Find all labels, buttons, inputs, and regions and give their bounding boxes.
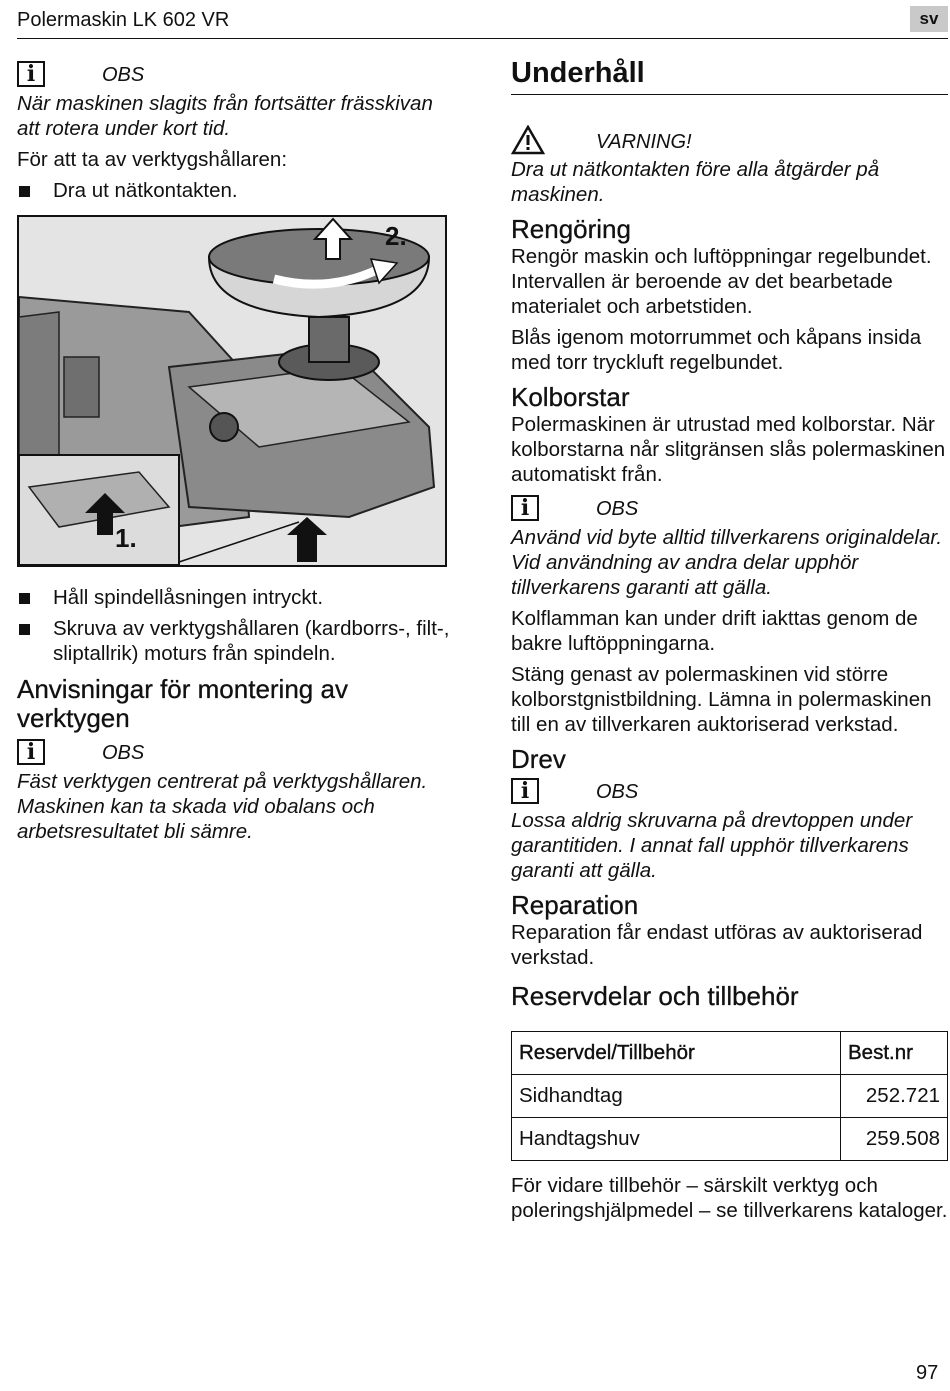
tool-holder-illustration: 1. 2. <box>17 215 447 567</box>
step-1-label: 1. <box>115 523 137 553</box>
obs-label: OBS <box>596 781 639 803</box>
part-name: Handtagshuv <box>511 1117 841 1161</box>
info-icon: i <box>511 495 539 521</box>
list-item: Skruva av verktygshållaren (kardborrs-, … <box>17 616 457 666</box>
column-header: Reservdel/Tillbehör <box>511 1031 841 1075</box>
instruction-intro: För att ta av verktygshållaren: <box>17 148 288 171</box>
obs-label: OBS <box>102 64 145 86</box>
warning-label: VARNING! <box>596 131 692 153</box>
table-row: Handtagshuv 259.508 <box>511 1117 948 1161</box>
table-header-row: Reservdel/Tillbehör Best.nr <box>511 1031 948 1075</box>
section-heading: Reparation <box>511 890 639 920</box>
obs-label: OBS <box>596 498 639 520</box>
parts-table: Reservdel/Tillbehör Best.nr Sidhandtag 2… <box>511 1031 948 1161</box>
list-item: Dra ut nätkontakten. <box>17 178 457 203</box>
header-divider <box>17 38 948 39</box>
section-title: Underhåll <box>511 57 948 95</box>
section-heading: Anvisningar för montering av verktygen <box>17 674 348 733</box>
right-column: Underhåll VARNING! Dra ut nätkontakten f… <box>511 57 948 1223</box>
obs-text: När maskinen slagits från fortsätter frä… <box>17 92 433 140</box>
table-row: Sidhandtag 252.721 <box>511 1074 948 1118</box>
section-heading: Reservdelar och tillbehör <box>511 981 799 1011</box>
paragraph: För vidare tillbehör – särskilt verktyg … <box>511 1174 948 1222</box>
part-number: 259.508 <box>840 1117 948 1161</box>
obs-text: Fäst verktygen centrerat på verktygshåll… <box>17 770 428 843</box>
warning-text: Dra ut nätkontakten före alla åtgärder p… <box>511 158 880 206</box>
language-badge: sv <box>910 6 948 32</box>
section-heading: Rengöring <box>511 214 631 244</box>
paragraph: Stäng genast av polermaskinen vid större… <box>511 663 932 736</box>
column-header: Best.nr <box>840 1031 948 1075</box>
info-icon: i <box>511 778 539 804</box>
warning-note: VARNING! <box>511 125 948 155</box>
paragraph: Blås igenom motorrummet och kåpans insid… <box>511 326 922 374</box>
page-number: 97 <box>916 1362 939 1384</box>
obs-text: Lossa aldrig skruvarna på drevtoppen und… <box>511 809 913 882</box>
document-title: Polermaskin LK 602 VR <box>17 9 230 31</box>
step-2-label: 2. <box>385 221 407 251</box>
paragraph: Reparation får endast utföras av auktori… <box>511 921 923 969</box>
paragraph: Kolflamman kan under drift iakttas genom… <box>511 607 918 655</box>
obs-note: i OBS <box>511 774 948 808</box>
section-heading: Kolborstar <box>511 382 630 412</box>
paragraph: Polermaskinen är utrustad med kolborstar… <box>511 413 946 486</box>
obs-note: i OBS <box>17 735 457 769</box>
polisher-drawing <box>19 217 445 565</box>
part-name: Sidhandtag <box>511 1074 841 1118</box>
part-number: 252.721 <box>840 1074 948 1118</box>
obs-note: i OBS <box>17 57 457 91</box>
obs-note: i OBS <box>511 491 948 525</box>
info-icon: i <box>17 61 45 87</box>
section-heading: Drev <box>511 744 566 774</box>
obs-text: Använd vid byte alltid tillverkarens ori… <box>511 526 943 599</box>
left-column: i OBS När maskinen slagits från fortsätt… <box>17 57 457 844</box>
list-item: Håll spindellåsningen intryckt. <box>17 585 457 610</box>
paragraph: Rengör maskin och luftöppningar regelbun… <box>511 245 932 318</box>
obs-label: OBS <box>102 742 145 764</box>
warning-icon <box>511 125 545 155</box>
info-icon: i <box>17 739 45 765</box>
